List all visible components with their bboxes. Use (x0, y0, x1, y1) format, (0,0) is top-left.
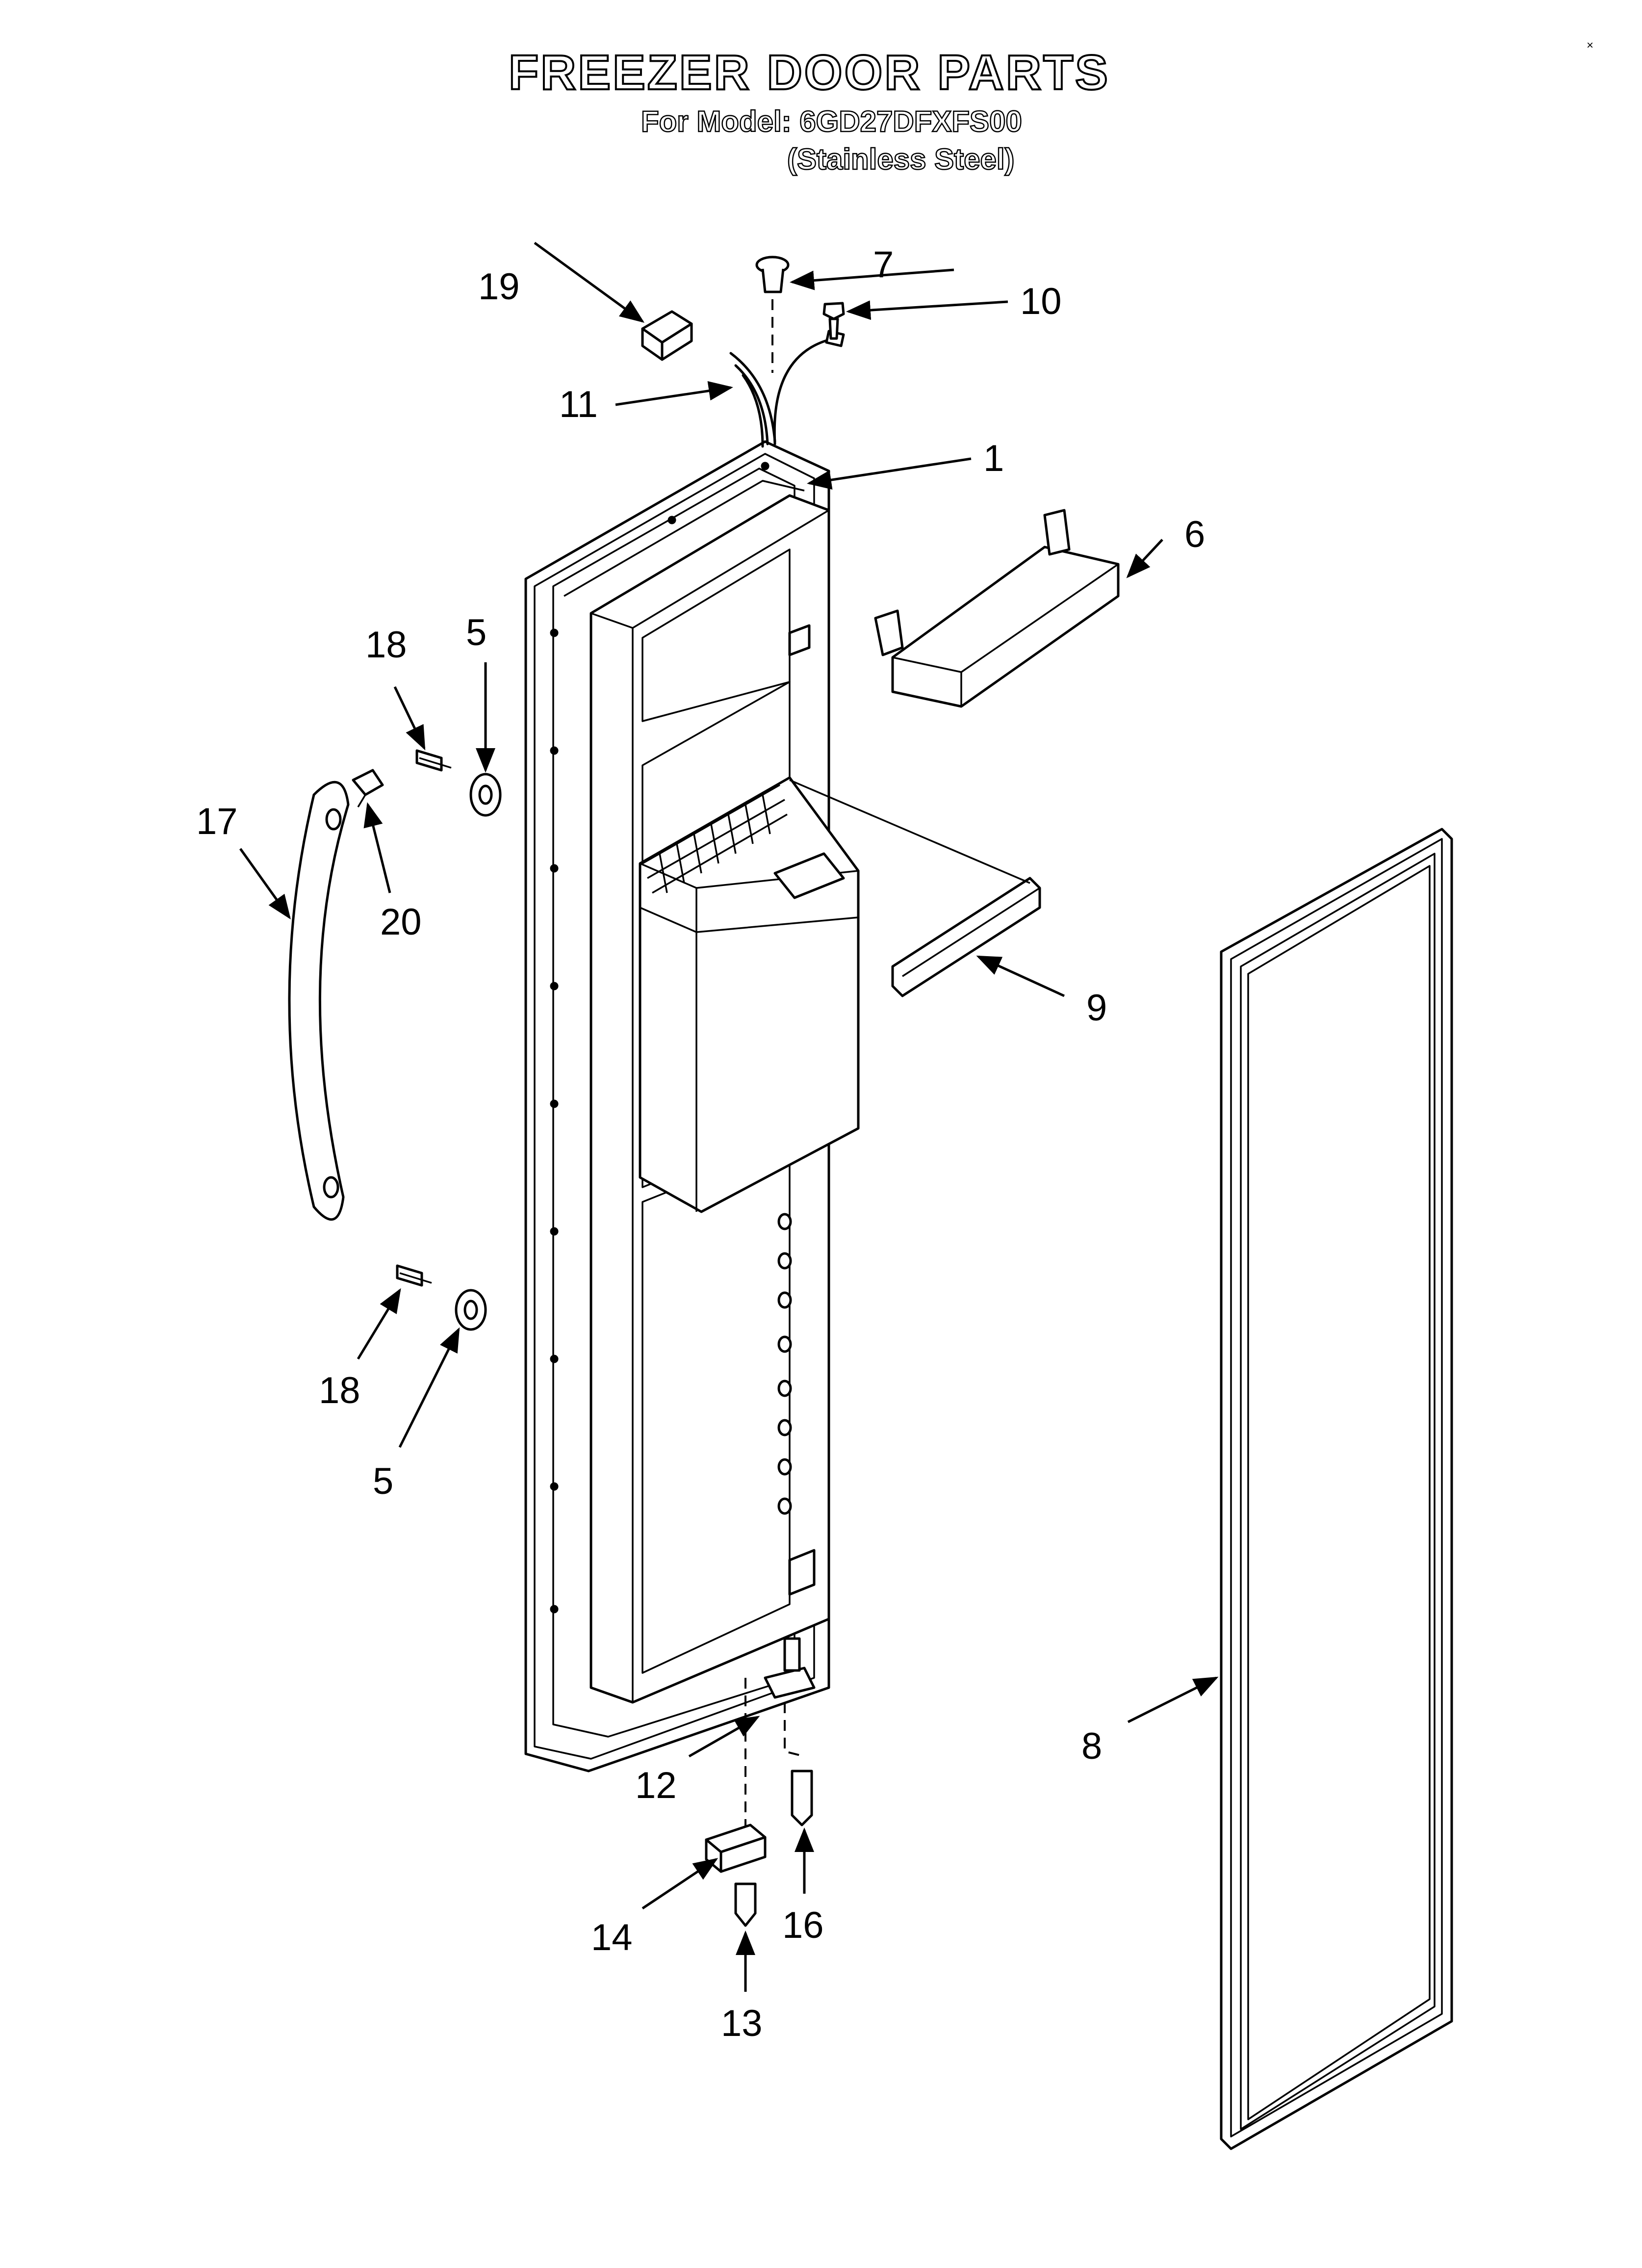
hinge-part (764, 1637, 816, 1699)
hinge-screw-part (791, 1770, 813, 1826)
door-gasket-part (1220, 828, 1453, 2150)
mounting-screw-part (352, 769, 384, 808)
screw-part (822, 302, 845, 340)
callout-20: 20 (380, 901, 422, 943)
hinge-bracket-part (705, 1824, 767, 1873)
callout-18-lower: 18 (319, 1370, 360, 1411)
finish-type: (Stainless Steel) (787, 143, 1015, 176)
handle-part (288, 781, 350, 1221)
handle-screw-lower-part (396, 1264, 432, 1287)
spacer-upper-part (469, 773, 502, 817)
corner-mark: × (1587, 39, 1593, 52)
callout-13: 13 (721, 2003, 763, 2044)
callout-9: 9 (1086, 987, 1107, 1029)
bracket-screw-part (734, 1882, 757, 1927)
dashed-guide-line-3 (784, 1702, 805, 1757)
callout-14: 14 (591, 1917, 633, 1958)
handle-screw-upper-part (415, 749, 452, 772)
plug-part (755, 256, 790, 293)
callout-17: 17 (196, 801, 238, 842)
callout-5-lower: 5 (373, 1460, 393, 1502)
callout-6: 6 (1184, 514, 1205, 555)
callout-16: 16 (782, 1904, 824, 1946)
callout-12: 12 (635, 1765, 677, 1806)
leader-arrows (239, 241, 1219, 1992)
spacer-lower-part (455, 1289, 487, 1331)
model-number: For Model: 6GD27DFXFS00 (641, 105, 1022, 138)
callout-11: 11 (559, 384, 598, 425)
callout-8: 8 (1081, 1725, 1102, 1767)
callout-18-upper: 18 (365, 624, 407, 666)
page-title: FREEZER DOOR PARTS (509, 45, 1110, 100)
callout-1: 1 (983, 438, 1004, 479)
callout-10: 10 (1020, 281, 1062, 322)
rail-part (789, 779, 1041, 997)
callout-19: 19 (478, 266, 520, 308)
connector-part (641, 310, 693, 361)
shelf-part (874, 509, 1120, 708)
callout-5-upper: 5 (466, 612, 487, 653)
callout-7: 7 (873, 244, 894, 286)
wire-harness-part (729, 330, 845, 448)
door-panel-part (524, 440, 860, 1773)
